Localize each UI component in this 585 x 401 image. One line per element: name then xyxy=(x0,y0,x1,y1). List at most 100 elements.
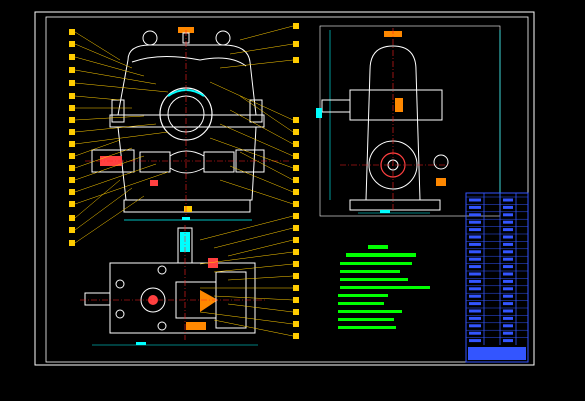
title-block-cell-text xyxy=(469,257,481,261)
title-block-cell-text xyxy=(469,235,481,239)
title-block-cell-text xyxy=(503,339,513,343)
side-shaft-marker xyxy=(395,98,403,112)
part-balloon xyxy=(69,93,75,99)
note-text-line xyxy=(338,302,384,305)
title-block-cell-text xyxy=(469,294,481,298)
leader-line xyxy=(74,115,145,121)
part-balloon xyxy=(293,273,299,279)
side-view-dimension-box xyxy=(319,25,501,217)
top-bolt-1 xyxy=(115,279,125,289)
title-block-cell-text xyxy=(469,242,481,246)
title-block-cell-text xyxy=(503,309,513,313)
title-block-cell-text xyxy=(503,257,513,261)
part-balloon xyxy=(293,237,299,243)
leader-line xyxy=(74,82,169,93)
part-balloon xyxy=(293,333,299,339)
left-lifting-eye xyxy=(142,30,158,46)
worm xyxy=(169,150,205,174)
top-housing xyxy=(109,262,256,334)
part-balloon xyxy=(69,54,75,60)
output-shaft xyxy=(321,99,351,113)
housing-fillet xyxy=(131,55,247,67)
front-view-balloons xyxy=(69,23,299,246)
technical-notes xyxy=(338,245,430,329)
leader-line xyxy=(74,155,145,181)
top-bolt-4 xyxy=(157,321,167,331)
part-balloon xyxy=(69,41,75,47)
part-balloon xyxy=(69,240,75,246)
leader-line xyxy=(219,123,294,157)
note-text-line xyxy=(338,318,394,321)
title-block-cell-text xyxy=(469,198,481,202)
leader-line xyxy=(209,137,294,169)
title-block-cell-text xyxy=(503,205,513,209)
lower-housing xyxy=(117,126,257,201)
title-block-cell-text xyxy=(503,316,513,320)
title-block-cell-text xyxy=(503,287,513,291)
part-balloon xyxy=(293,189,299,195)
title-block-cell-text xyxy=(503,213,513,217)
oil-gauge xyxy=(433,154,449,170)
title-block-cell-text xyxy=(503,265,513,269)
front-section-view xyxy=(85,27,290,221)
title-block-cell-text xyxy=(469,220,481,224)
title-block-cell-text xyxy=(469,213,481,217)
part-balloon xyxy=(293,285,299,291)
drain-plug xyxy=(150,180,158,186)
part-balloon xyxy=(293,201,299,207)
leader-line xyxy=(239,151,294,181)
base-marker xyxy=(184,206,192,212)
outer-frame xyxy=(34,11,535,366)
leader-line xyxy=(74,95,121,101)
leader-line xyxy=(213,319,294,337)
top-bearing-left-center xyxy=(148,295,158,305)
leader-line xyxy=(199,251,294,265)
title-block-cell-text xyxy=(503,324,513,328)
note-text-line xyxy=(338,294,388,297)
leader-line xyxy=(74,123,157,133)
part-balloon xyxy=(69,201,75,207)
leader-line xyxy=(74,187,133,231)
title-block-cell-text xyxy=(503,302,513,306)
leader-line xyxy=(239,95,294,133)
part-balloon xyxy=(293,225,299,231)
leader-line xyxy=(219,59,294,69)
part-balloon xyxy=(69,177,75,183)
top-view-balloons xyxy=(199,213,299,339)
leader-line xyxy=(213,295,294,301)
leader-line xyxy=(74,131,169,145)
leader-line xyxy=(239,25,294,41)
top-detail-part xyxy=(208,258,218,268)
title-block-cell-text xyxy=(469,265,481,269)
title-block-cell-text xyxy=(469,339,481,343)
left-bolt-boss xyxy=(111,99,125,123)
side-dimension-text-marker xyxy=(380,210,390,213)
top-worm-gear-section xyxy=(200,290,218,312)
leader-line xyxy=(74,195,145,244)
top-input-shaft xyxy=(84,292,111,306)
leader-line xyxy=(209,81,294,121)
part-balloon xyxy=(293,129,299,135)
right-bearing xyxy=(203,151,235,173)
note-text-line xyxy=(368,245,388,249)
title-block-cell-text xyxy=(503,228,513,232)
title-block-cell-text xyxy=(503,331,513,335)
note-text-line xyxy=(340,278,408,281)
title-block-frame xyxy=(465,192,529,363)
part-balloon xyxy=(293,117,299,123)
part-balloon xyxy=(69,117,75,123)
title-block-cell-text xyxy=(469,272,481,276)
part-balloon xyxy=(293,23,299,29)
upper-housing xyxy=(117,44,257,116)
title-block-cell-text xyxy=(469,309,481,313)
leader-line xyxy=(227,275,294,281)
part-balloon xyxy=(69,80,75,86)
title-block-cell-text xyxy=(503,272,513,276)
title-block-cell-text xyxy=(503,250,513,254)
part-balloon xyxy=(293,213,299,219)
title-block-cell-text xyxy=(503,198,513,202)
part-balloon xyxy=(293,153,299,159)
part-balloon xyxy=(293,177,299,183)
